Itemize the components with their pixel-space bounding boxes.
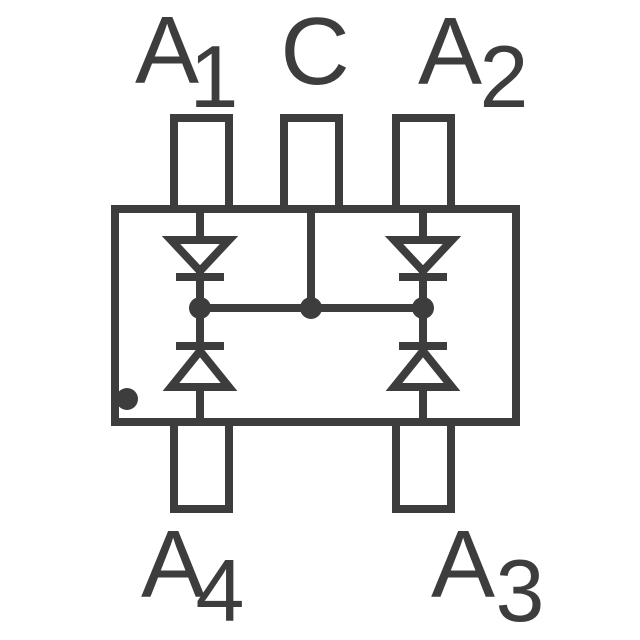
pin-label-c-base: C (280, 0, 349, 105)
pin-label-a2: A 2 (418, 0, 528, 126)
pin-lead-a3 (392, 418, 455, 513)
pin-label-a3: A 3 (431, 511, 544, 640)
pin1-indicator-dot (116, 388, 138, 410)
pin-lead-c (280, 114, 343, 213)
diode-triangle-d4 (162, 344, 238, 391)
pin-label-a4-subscript: 4 (196, 541, 245, 640)
pin-label-a2-base: A (418, 0, 482, 105)
diode-triangle-d2 (384, 236, 462, 277)
pin-label-a2-subscript: 2 (480, 27, 529, 126)
pin-label-a1-base: A (135, 0, 199, 104)
pin-label-a1-subscript: 1 (190, 27, 239, 126)
pin-label-a1: A 1 (135, 0, 238, 126)
pin-label-a4-base: A (141, 511, 205, 618)
diode-triangle-d3 (385, 344, 461, 391)
diode-triangle-d1 (161, 236, 239, 277)
pin-lead-a2 (392, 114, 455, 213)
pin-label-a3-base: A (431, 511, 495, 618)
pin-lead-a4 (170, 418, 233, 513)
pin-label-c: C (280, 0, 349, 105)
pin-label-a4: A 4 (141, 511, 244, 640)
junction-dot-right (412, 297, 434, 319)
pin-label-a3-subscript: 3 (496, 541, 545, 640)
pin-lead-a1 (170, 114, 233, 213)
